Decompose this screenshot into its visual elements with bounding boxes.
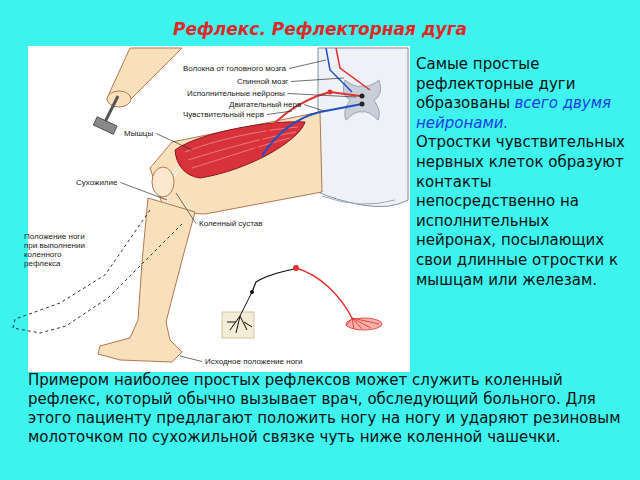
neuron-body: [250, 290, 254, 294]
thigh: [150, 112, 322, 214]
text-block: Примером наиболее простых рефлексов може…: [28, 371, 632, 447]
leader-line: [267, 111, 292, 115]
text-column: Самые простые рефлекторные дуги образова…: [416, 55, 632, 290]
leader-line: [289, 60, 326, 69]
body-text: Примером наиболее простых рефлексов може…: [28, 371, 632, 447]
part-label: Чувствительный нерв: [183, 110, 264, 119]
leader-line: [176, 193, 196, 224]
leader-line: [291, 78, 344, 82]
brain-fibre: [336, 48, 370, 90]
leader-line: [304, 105, 324, 112]
target-muscle: [346, 318, 382, 330]
brain-fibre: [326, 48, 352, 92]
gray-matter: [343, 80, 380, 120]
neuron-body: [360, 94, 365, 99]
axon: [252, 269, 294, 292]
slide-title: Рефлекс. Рефлекторная дуга: [0, 19, 640, 39]
leader-line: [156, 134, 192, 151]
ganglion: [328, 90, 333, 95]
picture-panel: [28, 46, 410, 372]
hammer-head: [93, 117, 117, 134]
nerve-endings: [346, 318, 379, 329]
part-label: Двигательный нерв: [229, 100, 301, 109]
part-label: Коленный сустав: [199, 219, 263, 228]
raised-leg-outline: [13, 210, 182, 333]
body-text: Отростки чувствительных нервных клеток о…: [416, 133, 632, 290]
part-label: Исходное положение ноги: [205, 357, 302, 366]
part-label: Мышцы: [124, 129, 153, 138]
leader-line: [120, 183, 167, 201]
kneecap: [152, 167, 174, 197]
leader-line: [180, 356, 202, 362]
hammer-handle: [104, 96, 118, 124]
motor-nerve: [262, 104, 362, 156]
leader-line: [288, 94, 356, 98]
part-label: Волокна от головного мозга: [183, 64, 286, 73]
hand: [107, 91, 131, 107]
shin-foot: [98, 198, 195, 362]
body-outline: [322, 196, 395, 204]
part-label: Спинной мозг: [237, 77, 288, 86]
dendrites: [227, 292, 252, 333]
neuron-body: [360, 102, 365, 107]
part-label: Положение ноги при выполнении коленного …: [24, 232, 90, 268]
part-label: Сухожилие: [76, 178, 117, 187]
motor-axon: [296, 268, 352, 318]
part-label: Исполнительные нейроны: [187, 89, 285, 98]
spinal-cord: [318, 48, 408, 207]
